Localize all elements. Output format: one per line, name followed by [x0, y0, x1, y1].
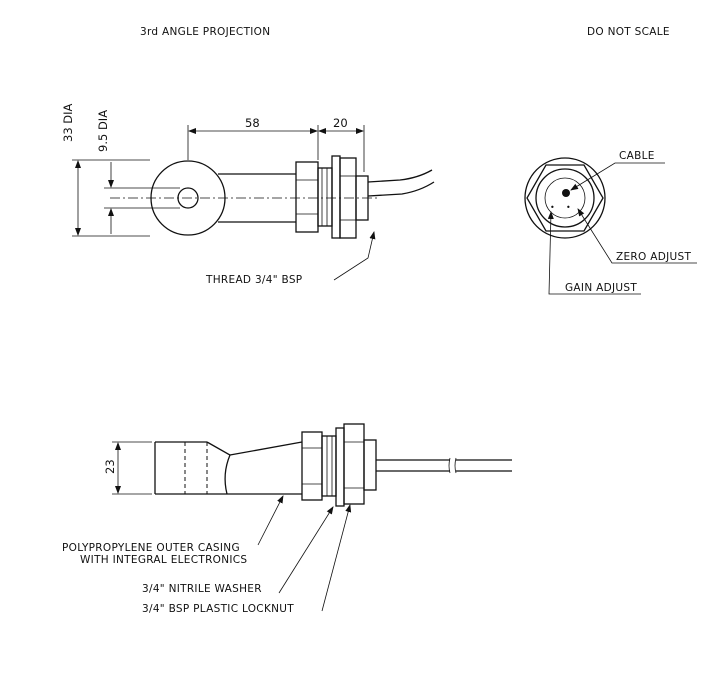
hex-outline	[526, 164, 604, 232]
side-locknut	[343, 423, 365, 505]
scale-note: DO NOT SCALE	[587, 26, 670, 38]
thread-callout: THREAD 3/4" BSP	[205, 274, 302, 286]
zero-adjust-mark: •	[566, 203, 571, 212]
side-washer	[335, 427, 345, 507]
side-view: 23 POLYPROPYLENE OUTER CASING WITH INTEG…	[62, 423, 512, 615]
dim-body-length: 58	[245, 116, 260, 130]
gain-adjust-callout: GAIN ADJUST	[565, 282, 637, 294]
projection-label: 3rd ANGLE PROJECTION	[140, 26, 270, 38]
cable-callout: CABLE	[619, 150, 655, 162]
hex-section	[295, 161, 319, 233]
zero-adjust-callout: ZERO ADJUST	[616, 251, 691, 263]
dim-bore-dia: 9.5 DIA	[96, 110, 110, 152]
side-hex	[301, 431, 323, 501]
washer-callout: 3/4" NITRILE WASHER	[142, 583, 262, 595]
washer-top	[331, 155, 341, 239]
casing-callout-line1: POLYPROPYLENE OUTER CASING	[62, 542, 240, 554]
cable-top	[367, 169, 433, 183]
cable-hole	[562, 189, 570, 197]
locknut-callout: 3/4" BSP PLASTIC LOCKNUT	[142, 603, 294, 615]
end-outer-circle	[524, 157, 606, 239]
dim-side-dia: 23	[103, 459, 117, 474]
end-view: • • CABLE ZERO ADJUST GAIN ADJUST	[524, 150, 697, 295]
casing-callout-line2: WITH INTEGRAL ELECTRONICS	[80, 554, 247, 566]
dim-nut-length: 20	[333, 116, 348, 130]
dim-outer-dia: 33 DIA	[61, 103, 75, 142]
top-view: 58 20 33 DIA 9.5 DIA THREAD 3/4" BSP	[61, 103, 435, 286]
gain-adjust-mark: •	[550, 203, 555, 212]
